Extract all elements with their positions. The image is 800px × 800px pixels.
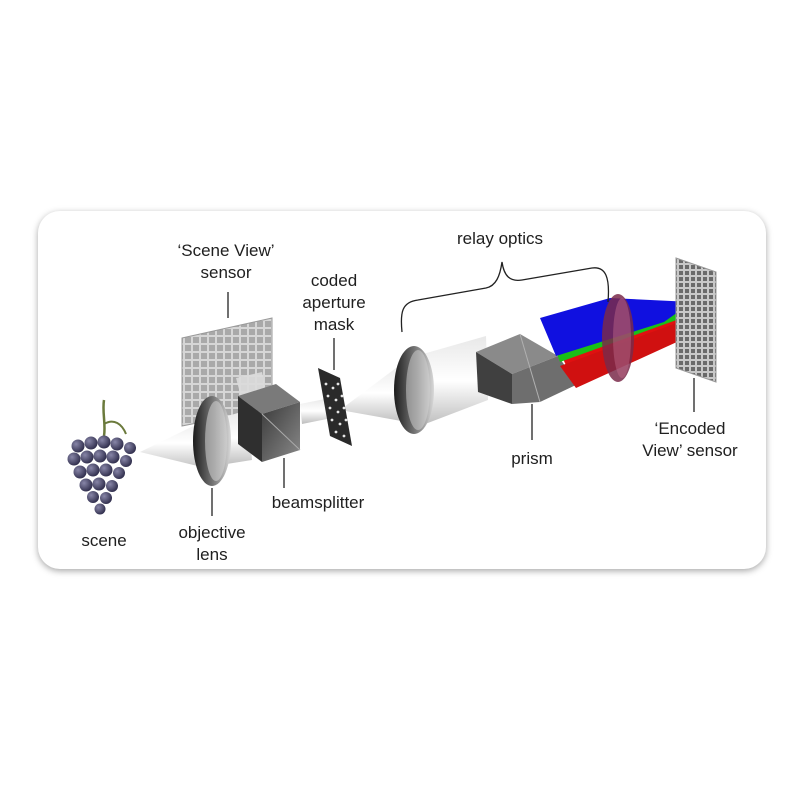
coded-mask-label-line3: mask (314, 315, 355, 334)
coded-aperture-mask (318, 368, 352, 446)
grapes-scene (67, 399, 136, 515)
prism-label: prism (511, 449, 553, 468)
relay-optics-label: relay optics (457, 229, 543, 248)
coded-mask-label-line1: coded (311, 271, 357, 290)
coded-mask-label-line2: aperture (302, 293, 365, 312)
relay-optics-brace (400, 261, 610, 333)
relay-lens-front (394, 346, 434, 434)
scene-label: scene (81, 531, 126, 550)
objective-lens (193, 396, 231, 486)
relay-lens-back (602, 294, 634, 382)
encoded-label-line2: View’ sensor (642, 441, 738, 460)
objective-label-line2: lens (196, 545, 227, 564)
objective-label-line1: objective (178, 523, 245, 542)
beam-splitter-to-mask (300, 398, 332, 424)
beamsplitter-label: beamsplitter (272, 493, 365, 512)
beam-relay-to-prism (416, 336, 488, 426)
scene-view-label-line2: sensor (200, 263, 251, 282)
scene-view-label-line1: ‘Scene View’ (177, 241, 274, 260)
encoded-view-sensor (675, 257, 717, 383)
encoded-label-line1: ‘Encoded (655, 419, 726, 438)
beamsplitter-cube (238, 384, 301, 462)
